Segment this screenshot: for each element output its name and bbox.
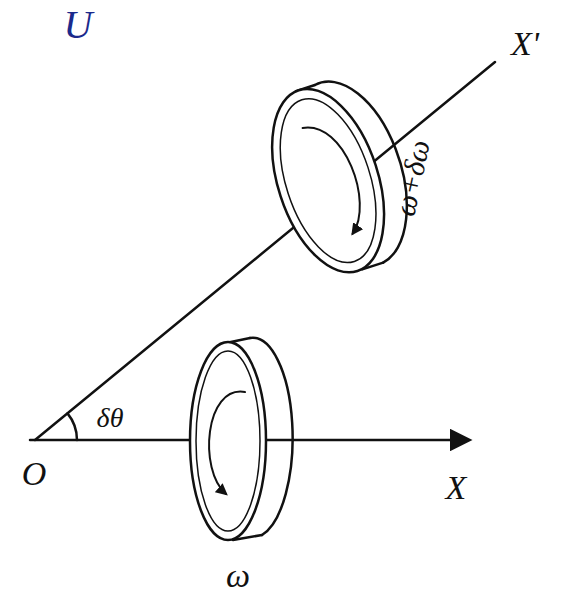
x-prime-axis	[35, 62, 495, 440]
angular-velocity-label: ω	[223, 558, 253, 594]
origin-label: O	[19, 456, 50, 492]
stray-mark: U	[61, 4, 96, 46]
axis-label: X'	[508, 26, 542, 62]
lower-disc	[190, 338, 293, 540]
angle-arc	[68, 413, 78, 440]
angle-label: δθ	[94, 403, 127, 433]
axis-label: X	[443, 470, 470, 506]
